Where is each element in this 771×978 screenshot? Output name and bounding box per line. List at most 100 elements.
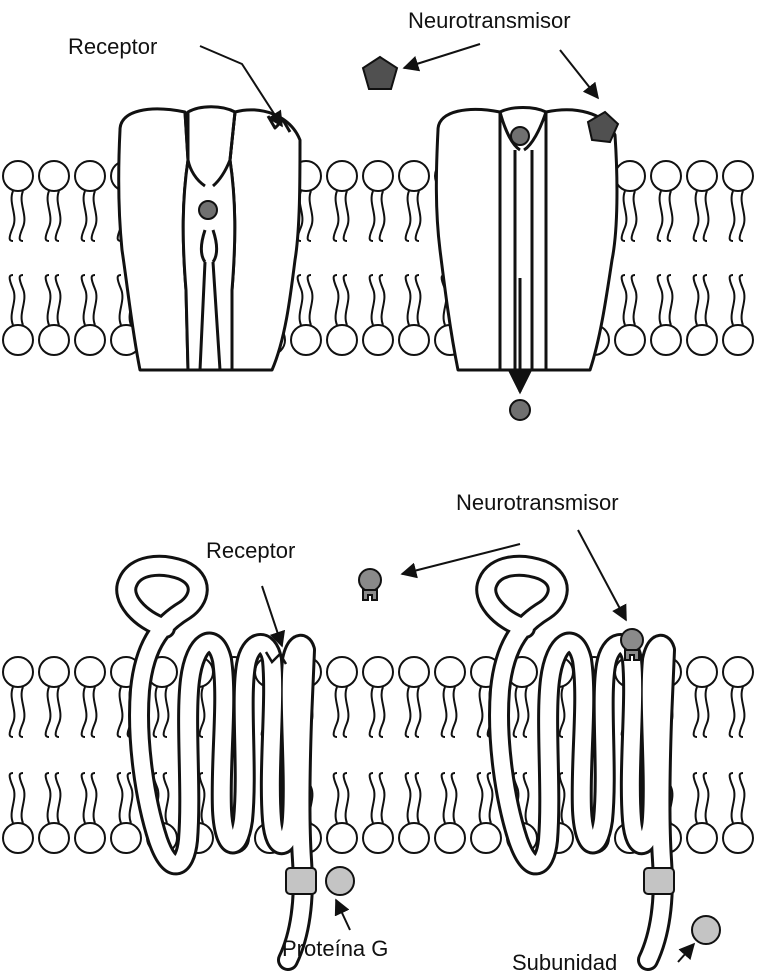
neurotransmitter-pointer-arrow [404, 44, 480, 68]
lipid-tail [452, 773, 457, 823]
lipid-head [687, 325, 717, 355]
lipid-head [39, 325, 69, 355]
lipid-head [327, 161, 357, 191]
lipid-tail [200, 773, 205, 823]
neurotransmitter-pentagon-icon [363, 57, 397, 89]
lipid-head [435, 823, 465, 853]
neurotransmitter-lollipop-icon [621, 629, 643, 660]
lipid-tail [452, 687, 457, 737]
lipid-tail [740, 687, 745, 737]
lipid-head [687, 657, 717, 687]
lipid-tail [524, 687, 529, 737]
released-subunit-icon [692, 916, 720, 944]
lipid-tail [416, 191, 421, 241]
lipid-tail [740, 773, 745, 823]
lipid-tail [658, 275, 663, 325]
lipid-tail [20, 191, 25, 241]
bottom-neurotransmitter-label: Neurotransmisor [456, 492, 619, 514]
lipid-head [111, 823, 141, 853]
lipid-tail [704, 275, 709, 325]
lipid-tail [488, 773, 493, 823]
lipid-tail [514, 687, 519, 737]
membrane-bilayer-top [3, 161, 753, 355]
lipid-head [75, 161, 105, 191]
lipid-head [723, 325, 753, 355]
lipid-tail [334, 191, 339, 241]
lipid-tail [478, 773, 483, 823]
neurotransmitter-pointer-arrow [578, 530, 626, 620]
lipid-tail [730, 191, 735, 241]
lipid-tail [632, 275, 637, 325]
lipid-head [651, 161, 681, 191]
lipid-head [651, 325, 681, 355]
lipid-head [3, 161, 33, 191]
g-protein-alpha-icon [644, 868, 674, 894]
lipid-tail [344, 275, 349, 325]
subunit-pointer-arrow [678, 944, 694, 962]
lipid-tail [704, 191, 709, 241]
ion-icon [199, 201, 217, 219]
lipid-tail [730, 275, 735, 325]
lipid-head [615, 161, 645, 191]
g-protein-label: Proteína G [282, 938, 388, 960]
lipid-head [327, 823, 357, 853]
lipid-tail [46, 275, 51, 325]
lipid-tail [740, 275, 745, 325]
lipid-tail [524, 773, 529, 823]
lipid-tail [10, 687, 15, 737]
lipid-tail [694, 275, 699, 325]
lipid-tail [730, 773, 735, 823]
lipid-tail [154, 687, 159, 737]
lipid-head [687, 161, 717, 191]
lipid-tail [118, 773, 123, 823]
ion-channel-receptor-open [436, 108, 617, 371]
lipid-tail [82, 275, 87, 325]
neurotransmitter-lollipop-icon [359, 569, 381, 600]
lipid-tail [56, 191, 61, 241]
lipid-tail [200, 687, 205, 737]
lipid-head [399, 325, 429, 355]
lipid-head [615, 325, 645, 355]
lipid-tail [704, 687, 709, 737]
lipid-tail [164, 687, 169, 737]
lipid-tail [56, 275, 61, 325]
g-protein-coupled-receptor-active [486, 566, 665, 960]
lipid-tail [622, 275, 627, 325]
lipid-head [39, 657, 69, 687]
lipid-head [327, 657, 357, 687]
lipid-tail [344, 191, 349, 241]
lipid-tail [298, 275, 303, 325]
lipid-tail [730, 687, 735, 737]
g-protein-coupled-receptor-inactive [126, 566, 305, 960]
lipid-head [363, 657, 393, 687]
lipid-tail [370, 687, 375, 737]
lipid-head [363, 161, 393, 191]
neurotransmitter-pointer-arrow [560, 50, 598, 98]
lipid-tail [370, 773, 375, 823]
lipid-tail [668, 191, 673, 241]
lipid-tail [92, 275, 97, 325]
lipid-tail [20, 687, 25, 737]
lipid-tail [406, 687, 411, 737]
top-neurotransmitter-label: Neurotransmisor [408, 10, 571, 32]
lipid-tail [370, 275, 375, 325]
ion-icon [511, 127, 529, 145]
lipid-tail [380, 191, 385, 241]
lipid-tail [10, 191, 15, 241]
lipid-head [399, 823, 429, 853]
lipid-head [39, 823, 69, 853]
lipid-tail [380, 275, 385, 325]
lipid-tail [308, 275, 313, 325]
lipid-tail [380, 773, 385, 823]
lipid-tail [82, 191, 87, 241]
lipid-tail [334, 773, 339, 823]
lipid-tail [740, 191, 745, 241]
lipid-tail [118, 687, 123, 737]
lipid-tail [406, 191, 411, 241]
top-receptor-label: Receptor [68, 36, 157, 58]
lipid-tail [118, 275, 123, 325]
lipid-head [363, 325, 393, 355]
lipid-head [723, 823, 753, 853]
lipid-tail [92, 191, 97, 241]
